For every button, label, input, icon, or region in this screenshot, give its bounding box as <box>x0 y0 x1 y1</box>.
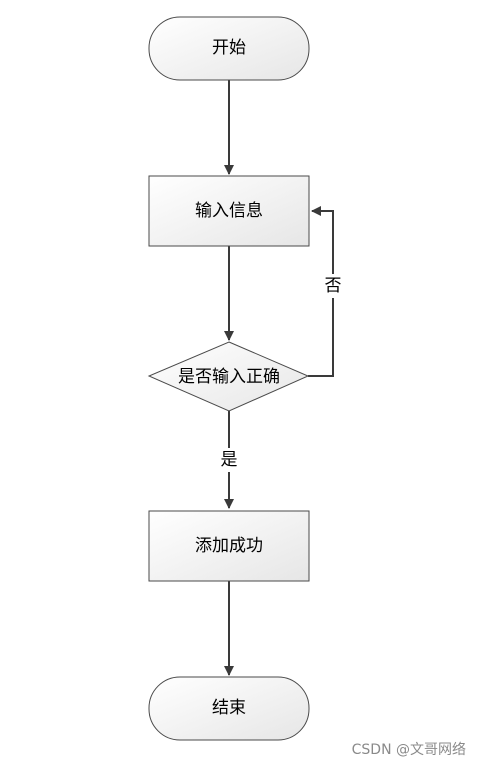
decision-node <box>147 341 310 412</box>
input-process-label: 输入信息 <box>195 201 263 221</box>
edge-label-yes: 是 <box>221 450 238 470</box>
decision-label: 是否输入正确 <box>178 367 280 387</box>
no-label-bg <box>322 274 344 298</box>
yes-label-bg <box>218 448 240 472</box>
start-node-label: 开始 <box>212 38 246 58</box>
success-process-label: 添加成功 <box>195 536 263 556</box>
end-node-label: 结束 <box>212 698 246 718</box>
end-node <box>148 676 310 741</box>
start-node <box>148 16 310 81</box>
edge-label-no: 否 <box>325 276 342 296</box>
success-process-node <box>148 510 310 582</box>
input-process-node <box>148 175 310 247</box>
watermark-text: CSDN @文哥网络 <box>351 742 466 758</box>
